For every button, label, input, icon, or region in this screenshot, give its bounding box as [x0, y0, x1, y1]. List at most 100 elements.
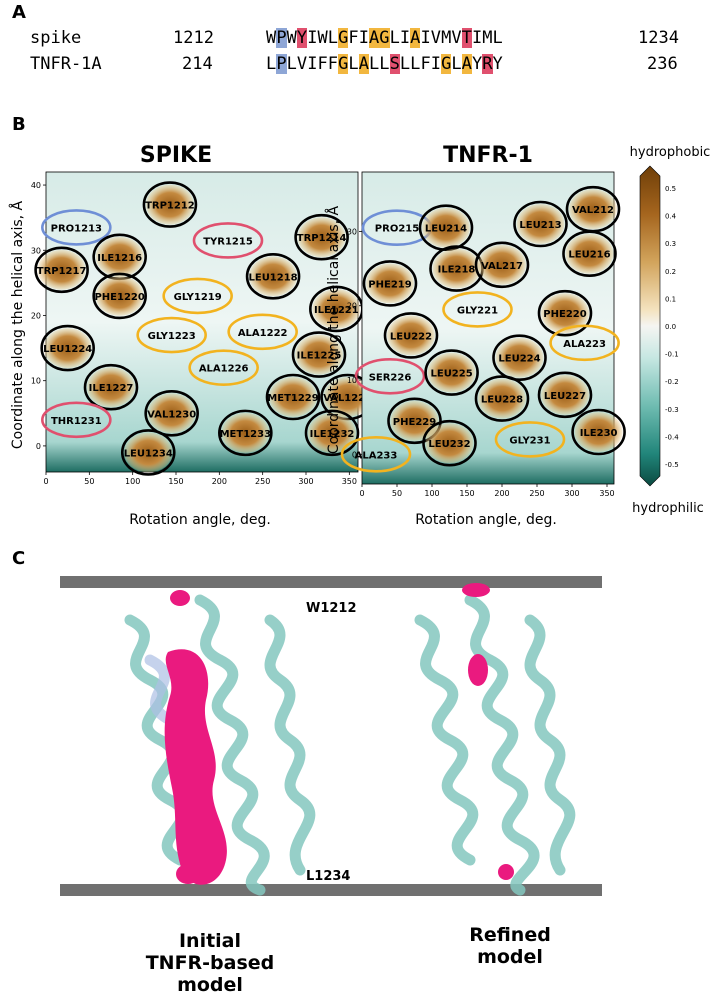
residue-label: ILE1221: [314, 305, 359, 316]
residue-ring: [83, 363, 139, 411]
colorbar-tick-label: -0.5: [665, 461, 679, 469]
y-axis-label: Coordinate along the helical axis, Å: [325, 205, 342, 454]
residue-letter: R: [482, 54, 493, 74]
residue-label: VAL1230: [147, 409, 196, 420]
hydrophobic-patch: [541, 293, 589, 334]
y-tick-label: 10: [31, 377, 41, 386]
residue-letter: Y: [296, 28, 308, 48]
hydrophobic-patch: [308, 412, 356, 453]
residue-label: PHE219: [368, 279, 411, 290]
residue-letter: G: [338, 28, 349, 48]
hydrophobic-patch: [366, 263, 414, 304]
hydrophobic-patch: [312, 288, 361, 329]
residue-ring: [562, 230, 617, 278]
colorbar-tick-label: 0.5: [665, 185, 676, 193]
residue-label: ILE1225: [297, 351, 342, 362]
residue-ring: [340, 435, 412, 473]
residue-letter: L: [410, 54, 421, 74]
residue-letter: A: [410, 28, 421, 48]
residue-letter: I: [430, 54, 442, 74]
hydrophobic-patch: [37, 249, 86, 290]
x-tick-label: 50: [392, 489, 402, 498]
residue-ring: [40, 324, 95, 372]
hydrophobic-patch: [124, 432, 173, 473]
residue-label: ILE230: [580, 428, 618, 439]
colorbar-bottom-label: hydrophilic: [632, 501, 704, 516]
residue-ring: [362, 260, 418, 307]
residue-ring: [41, 209, 112, 246]
residue-label: VAL217: [481, 261, 523, 272]
hydrophobic-patch: [478, 244, 526, 285]
x-tick-label: 0: [43, 477, 48, 486]
colorbar-tick-label: -0.3: [665, 406, 679, 414]
helix-bundle-figure: W1212 L1234: [60, 576, 602, 896]
residue-ring: [442, 291, 513, 328]
residue-label: VAL212: [572, 205, 614, 216]
hydrophobic-patch: [269, 377, 317, 417]
caption-line: Initial: [178, 930, 242, 952]
residue-letter: L: [379, 54, 390, 74]
initial-model-caption: Initial TNFR-based model: [120, 930, 300, 996]
residue-letter: V: [430, 28, 442, 48]
map-title: TNFR-1: [443, 143, 533, 168]
hydrophobic-patch: [422, 207, 470, 248]
top-residue-label: W1212: [306, 601, 357, 616]
hydrophobic-patch: [221, 412, 270, 453]
residue-letter: M: [441, 28, 452, 48]
residue-label: ALA1226: [199, 364, 249, 375]
bottom-residue-label: L1234: [306, 869, 350, 884]
residue-ring: [218, 409, 273, 457]
residue-label: TRP1214: [297, 233, 347, 244]
residue-ring: [354, 357, 426, 395]
residue-letter: P: [276, 28, 287, 48]
hydrophobic-patch: [565, 233, 614, 274]
hydrophobic-patch: [95, 275, 144, 316]
residue-letter: I: [358, 28, 369, 48]
residue-letter: W: [266, 28, 277, 48]
residue-ring: [34, 246, 89, 294]
colorbar-top-label: hydrophobic: [630, 145, 711, 160]
residue-letter: A: [358, 54, 369, 74]
residue-label: TRP1217: [37, 266, 87, 277]
panel-a-letter: A: [12, 2, 26, 23]
y-tick-label: 30: [347, 227, 357, 236]
residue-label: ALA223: [563, 339, 606, 350]
residue-letter: S: [389, 54, 400, 74]
hydrophobic-patch: [87, 367, 135, 408]
residue-ring: [424, 349, 479, 396]
refined-model-structure: [414, 594, 576, 896]
residue-letter: L: [368, 54, 380, 74]
caption-line: TNFR-based: [145, 952, 275, 974]
y-tick-label: 20: [347, 302, 357, 311]
caption-line: model: [177, 974, 243, 996]
residue-ring: [120, 429, 176, 476]
y-axis-label: Coordinate along the helical axis, Å: [9, 200, 26, 449]
residue-label: ILE1216: [97, 253, 142, 264]
x-tick-label: 100: [424, 489, 439, 498]
residue-ring: [265, 373, 321, 421]
x-axis-label: Rotation angle, deg.: [129, 512, 271, 528]
seq-row-name: TNFR-1A: [30, 54, 102, 74]
residue-label: MET1229: [267, 393, 318, 404]
caption-line: Refined: [469, 924, 551, 946]
x-tick-label: 0: [359, 489, 364, 498]
hydrophobic-patch: [427, 352, 476, 393]
residue-ring: [192, 222, 264, 259]
hydrophobic-patch: [323, 377, 372, 417]
colorbar-tick-label: -0.4: [665, 433, 679, 441]
residue-label: ILE1227: [89, 383, 134, 394]
residue-label: LEU1234: [124, 448, 173, 459]
residue-label: LEU224: [498, 354, 540, 365]
residue-ring: [92, 272, 147, 320]
residue-label: PRO1213: [51, 223, 102, 234]
residue-ring: [387, 397, 442, 445]
colorbar-tick-label: -0.2: [665, 378, 679, 386]
colorbar-tick-label: 0.4: [665, 213, 677, 221]
residue-ring: [571, 408, 626, 456]
residue-ring: [294, 213, 349, 261]
residue-letter: G: [338, 54, 349, 74]
hydrophobic-patch: [249, 256, 298, 297]
